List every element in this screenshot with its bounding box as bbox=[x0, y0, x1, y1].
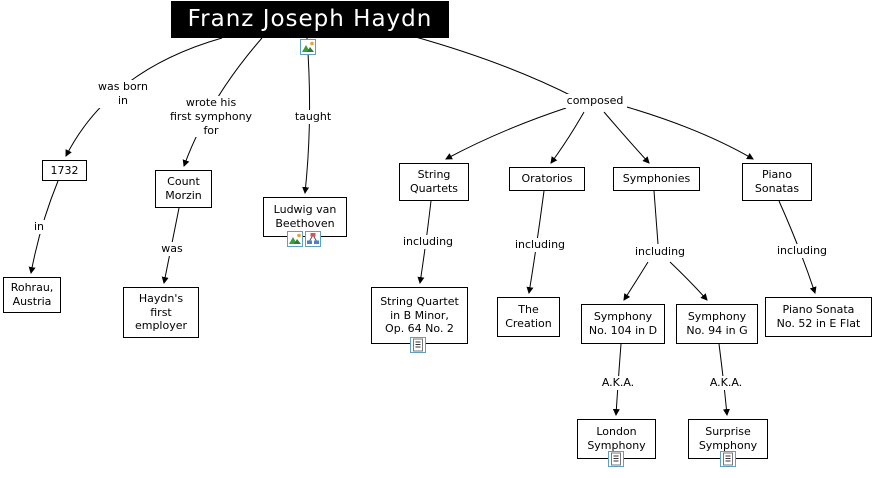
linking-phrase-aka-94[interactable]: A.K.A. bbox=[704, 376, 748, 390]
linking-phrase-including-oratorios[interactable]: including bbox=[511, 238, 569, 252]
concept-symphony-104[interactable]: Symphony No. 104 in D bbox=[581, 304, 665, 344]
edge-composed-piano-sonatas bbox=[619, 104, 754, 160]
edge-composed-string-quartets bbox=[445, 107, 567, 160]
document-icon[interactable] bbox=[720, 451, 736, 467]
concept-first-employer[interactable]: Haydn's first employer bbox=[123, 287, 199, 338]
concept-root-title[interactable]: Franz Joseph Haydn bbox=[171, 1, 449, 38]
linking-phrase-aka-104[interactable]: A.K.A. bbox=[596, 376, 640, 390]
document-icon-glyph bbox=[413, 338, 423, 352]
document-icon-glyph bbox=[611, 452, 621, 466]
edge-including-symphony94 bbox=[669, 261, 708, 301]
concept-piano-sonata-52[interactable]: Piano Sonata No. 52 in E Flat bbox=[765, 297, 872, 337]
concept-1732[interactable]: 1732 bbox=[42, 160, 87, 181]
linking-phrase-wrote-first-symphony[interactable]: wrote his first symphony for bbox=[164, 96, 258, 138]
document-icon[interactable] bbox=[410, 337, 426, 353]
concept-symphony-94[interactable]: Symphony No. 94 in G bbox=[676, 304, 758, 344]
linking-phrase-composed[interactable]: composed bbox=[563, 94, 627, 108]
edge-title-composed bbox=[411, 35, 575, 98]
linking-phrase-in[interactable]: in bbox=[28, 220, 50, 234]
linking-phrase-including-sonatas[interactable]: including bbox=[773, 244, 831, 258]
concept-rohrau-austria[interactable]: Rohrau, Austria bbox=[3, 277, 61, 313]
edge-including-symphony104 bbox=[623, 261, 649, 301]
edge-composed-symphonies bbox=[603, 111, 650, 164]
image-icon[interactable] bbox=[300, 39, 316, 55]
concept-map-icon-glyph bbox=[307, 233, 319, 244]
linking-phrase-including-quartets[interactable]: including bbox=[399, 235, 457, 249]
concept-london-symphony[interactable]: London Symphony bbox=[577, 419, 656, 459]
concept-oratorios[interactable]: Oratorios bbox=[509, 167, 585, 191]
concept-piano-sonatas[interactable]: Piano Sonatas bbox=[742, 163, 812, 201]
document-icon[interactable] bbox=[608, 451, 624, 467]
edge-symphonies-including bbox=[653, 190, 659, 245]
document-icon-glyph bbox=[723, 452, 733, 466]
linking-phrase-taught[interactable]: taught bbox=[290, 110, 336, 124]
concept-string-quartet-b-minor[interactable]: String Quartet in B Minor, Op. 64 No. 2 bbox=[371, 287, 468, 344]
concept-string-quartets[interactable]: String Quartets bbox=[399, 163, 469, 201]
concept-map-icon[interactable] bbox=[305, 231, 321, 247]
concept-the-creation[interactable]: The Creation bbox=[497, 297, 560, 337]
edge-composed-oratorios bbox=[550, 111, 585, 164]
concept-count-morzin[interactable]: Count Morzin bbox=[155, 170, 212, 208]
linking-phrase-was-born-in[interactable]: was born in bbox=[92, 80, 154, 108]
linking-phrase-including-symphonies[interactable]: including bbox=[631, 245, 689, 259]
image-icon-glyph bbox=[302, 41, 314, 52]
concept-symphonies[interactable]: Symphonies bbox=[613, 167, 700, 191]
image-icon-glyph bbox=[289, 233, 301, 244]
image-icon[interactable] bbox=[287, 231, 303, 247]
linking-phrase-was[interactable]: was bbox=[157, 242, 187, 256]
